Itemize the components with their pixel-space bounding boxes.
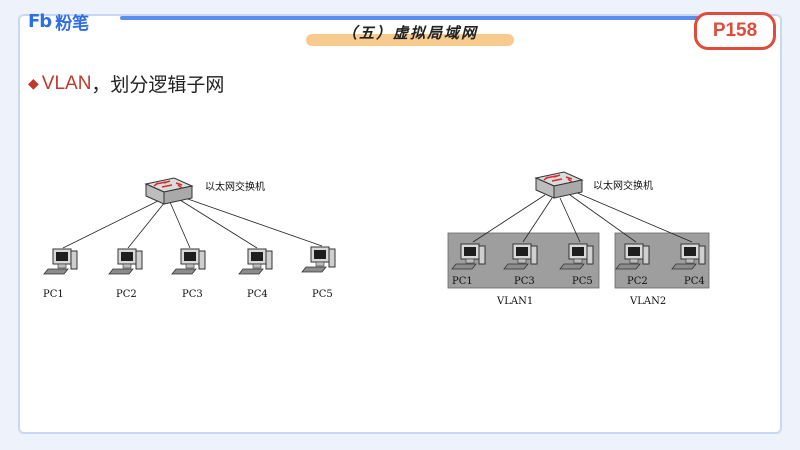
page-number-badge: P158	[694, 12, 776, 50]
bullet-line: ◆ VLAN ，划分逻辑子网	[28, 70, 224, 97]
left-pc4-icon	[238, 248, 273, 275]
left-switch-icon	[145, 177, 193, 205]
right-links	[472, 191, 693, 243]
left-links	[62, 197, 323, 249]
right-pc3-label: PC3	[514, 276, 535, 287]
left-pc2-label: PC2	[116, 289, 137, 300]
right-pc2-label: PC2	[627, 276, 648, 287]
logo-mark: Fb	[28, 10, 52, 32]
section-title: （五）虚拟局域网	[300, 22, 520, 48]
fenbi-logo: Fb 粉笔	[28, 8, 89, 34]
left-pc5-label: PC5	[312, 289, 333, 300]
left-pc4-label: PC4	[247, 289, 268, 300]
right-pc1-label: PC1	[452, 276, 473, 287]
section-title-text: （五）虚拟局域网	[341, 24, 478, 42]
left-switch-label: 以太网交换机	[205, 180, 265, 193]
header-accent-bar	[120, 16, 700, 20]
logo-text: 粉笔	[55, 13, 90, 34]
right-switch-label: 以太网交换机	[593, 179, 653, 192]
left-pc5-icon	[301, 246, 336, 273]
left-pc3-label: PC3	[182, 289, 203, 300]
right-pc5-label: PC5	[572, 276, 593, 287]
vlan2-label: VLAN2	[629, 296, 666, 307]
left-pc1-icon	[43, 248, 78, 275]
title-highlight	[306, 34, 514, 46]
bullet-keyword: VLAN	[41, 72, 92, 94]
right-switch-icon	[535, 171, 583, 199]
left-diagram: 以太网交换机 PC1 PC2 PC3 PC4 PC5	[43, 177, 336, 300]
left-pc3-icon	[171, 248, 206, 275]
vlan1-label: VLAN1	[496, 296, 533, 307]
slide-frame	[18, 14, 782, 434]
right-pc4-label: PC4	[684, 276, 705, 287]
right-diagram: 以太网交换机 PC1 PC3 PC5 PC2 PC4 VLAN1 VLAN2	[447, 171, 710, 307]
bullet-text: ，划分逻辑子网	[91, 75, 225, 96]
left-pc2-icon	[108, 248, 143, 275]
diamond-bullet-icon: ◆	[28, 75, 39, 91]
left-pc1-label: PC1	[43, 289, 64, 300]
